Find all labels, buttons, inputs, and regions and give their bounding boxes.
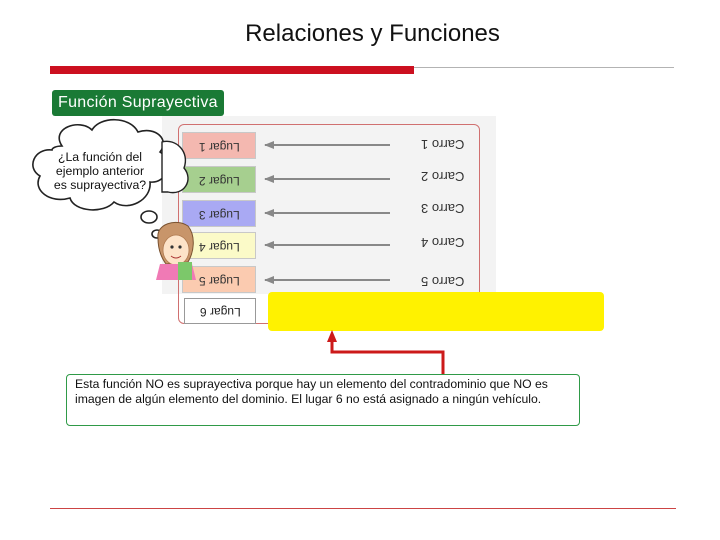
person-figure <box>156 222 196 280</box>
pointer-arrow <box>332 336 443 374</box>
mapping-arrows <box>265 145 390 280</box>
explanation-box: Esta función NO es suprayectiva porque h… <box>66 374 580 426</box>
thought-bubble-text: ¿La función del ejemplo anterior es supr… <box>48 150 152 192</box>
cloud-bubble-1 <box>141 211 157 223</box>
footer-line <box>50 508 676 509</box>
explanation-text: Esta función NO es suprayectiva porque h… <box>75 377 548 406</box>
thought-cloud-lobe <box>162 141 188 192</box>
